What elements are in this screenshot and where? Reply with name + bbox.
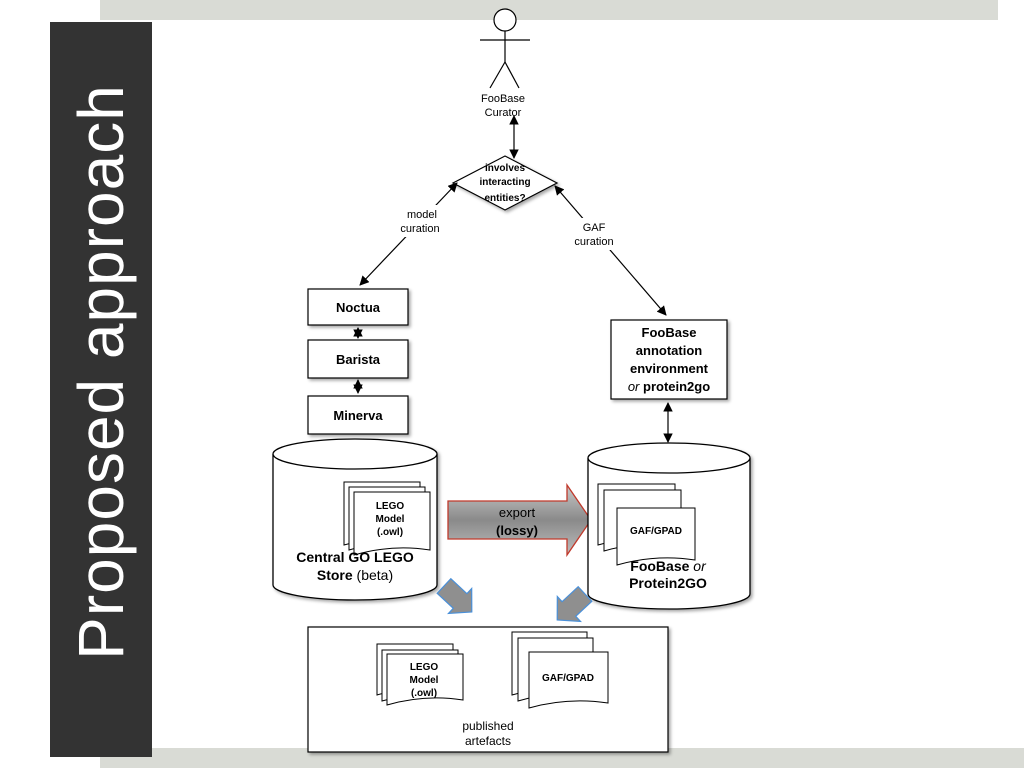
right-store-line2: Protein2GO <box>629 575 707 591</box>
gaf-gpad-document-stack <box>597 483 696 566</box>
lego-doc-line3: (.owl) <box>377 527 403 538</box>
noctua-label: Noctua <box>336 300 381 315</box>
export-line2: (lossy) <box>496 523 538 538</box>
decision-line2: interacting <box>479 177 530 188</box>
barista-label: Barista <box>336 352 381 367</box>
published-lego-document-stack <box>376 643 464 706</box>
curator-label-line1: FooBase <box>481 93 525 105</box>
lego-doc-line2: Model <box>376 514 405 525</box>
central-store-line1: Central GO LEGO <box>296 549 414 565</box>
right-store-line1: FooBase or <box>630 558 707 574</box>
environment-line3: environment <box>630 361 709 376</box>
published-label-line2: artefacts <box>465 734 511 748</box>
published-label-line1: published <box>462 719 513 733</box>
published-lego-line3: (.owl) <box>411 688 437 699</box>
title-sidebar <box>50 22 152 757</box>
decision-line1: involves <box>485 163 525 174</box>
bottom-band <box>100 748 1024 768</box>
environment-line1: FooBase <box>642 325 697 340</box>
publish-arrow-right <box>556 585 593 623</box>
decision-diamond <box>451 155 559 211</box>
gaf-curation-line2: curation <box>574 236 613 248</box>
noctua-box <box>307 288 409 326</box>
lego-model-document-stack <box>343 481 431 556</box>
minerva-box <box>307 395 409 435</box>
barista-box <box>307 339 409 379</box>
environment-line2: annotation <box>636 343 702 358</box>
export-line1: export <box>499 505 536 520</box>
published-gaf-document-stack <box>511 631 609 709</box>
gaf-doc-label: GAF/GPAD <box>630 526 682 537</box>
model-curation-line2: curation <box>400 223 439 235</box>
curator-label-line2: Curator <box>485 107 522 119</box>
published-gaf-label: GAF/GPAD <box>542 673 594 684</box>
decision-line3: entities? <box>484 193 525 204</box>
top-band <box>100 0 998 20</box>
lego-doc-line1: LEGO <box>376 501 405 512</box>
curator-actor <box>480 8 530 89</box>
foobase-environment-box <box>610 319 728 400</box>
publish-arrow-left <box>436 577 473 615</box>
environment-line4: or protein2go <box>628 379 710 394</box>
gaf-curation-arrow <box>554 185 667 316</box>
model-curation-line1: model <box>407 209 437 221</box>
minerva-label: Minerva <box>333 408 383 423</box>
published-lego-line2: Model <box>410 675 439 686</box>
export-arrow <box>447 482 592 558</box>
gaf-curation-line1: GAF <box>583 222 606 234</box>
published-lego-line1: LEGO <box>410 662 439 673</box>
central-store-line2: Store (beta) <box>317 567 393 583</box>
